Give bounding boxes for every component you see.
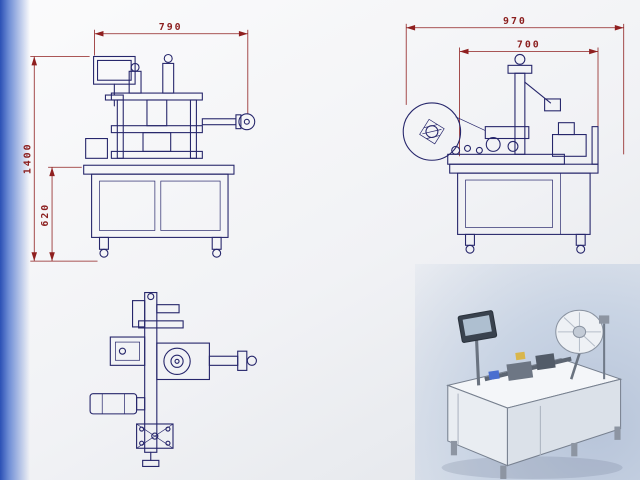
dimension-front-table-height: 620 <box>40 166 82 262</box>
iso-feet <box>450 426 621 479</box>
cabinet-front <box>83 164 235 258</box>
left-blue-band <box>0 0 30 480</box>
motor <box>89 393 146 415</box>
dim-side-overall-width-label: 970 <box>503 16 527 27</box>
dimension-front-height: 1400 <box>22 56 98 262</box>
side-view: 970 700 <box>388 8 635 270</box>
handwheel-arm <box>201 113 256 131</box>
isometric-render <box>441 309 623 479</box>
iso-mechanism <box>484 315 610 382</box>
iso-cabinet <box>446 358 623 467</box>
front-view-drawing: 790 1400 620 <box>22 22 256 262</box>
iso-display <box>457 310 498 386</box>
dimension-side-overall-width: 970 <box>405 16 625 155</box>
top-view-drawing <box>89 291 257 468</box>
dim-front-table-height-label: 620 <box>40 203 51 227</box>
left-bracket <box>109 336 146 366</box>
side-view-drawing: 970 700 <box>402 16 625 254</box>
dim-front-height-label: 1400 <box>22 142 33 174</box>
press-cylinders <box>128 53 175 94</box>
base-box <box>136 423 174 468</box>
press-frame <box>85 92 203 159</box>
dim-side-inner-width-label: 700 <box>517 40 541 51</box>
label-roll <box>402 102 486 161</box>
top-machine-outline <box>89 291 257 468</box>
iso-label-roll <box>555 309 604 380</box>
display-monitor <box>93 55 136 107</box>
dimension-front-width: 790 <box>94 22 249 114</box>
top-view <box>82 286 264 474</box>
front-machine-outline <box>83 53 256 258</box>
cabinet-side <box>449 163 599 254</box>
cross-slide <box>156 342 257 381</box>
dim-front-width-label: 790 <box>159 22 183 33</box>
isometric-view <box>415 264 640 480</box>
floor-shadow <box>441 456 623 479</box>
main-plate <box>144 291 158 453</box>
front-view: 790 1400 620 <box>18 12 270 274</box>
applicator-mechanism <box>447 53 599 165</box>
side-machine-outline <box>402 53 599 254</box>
